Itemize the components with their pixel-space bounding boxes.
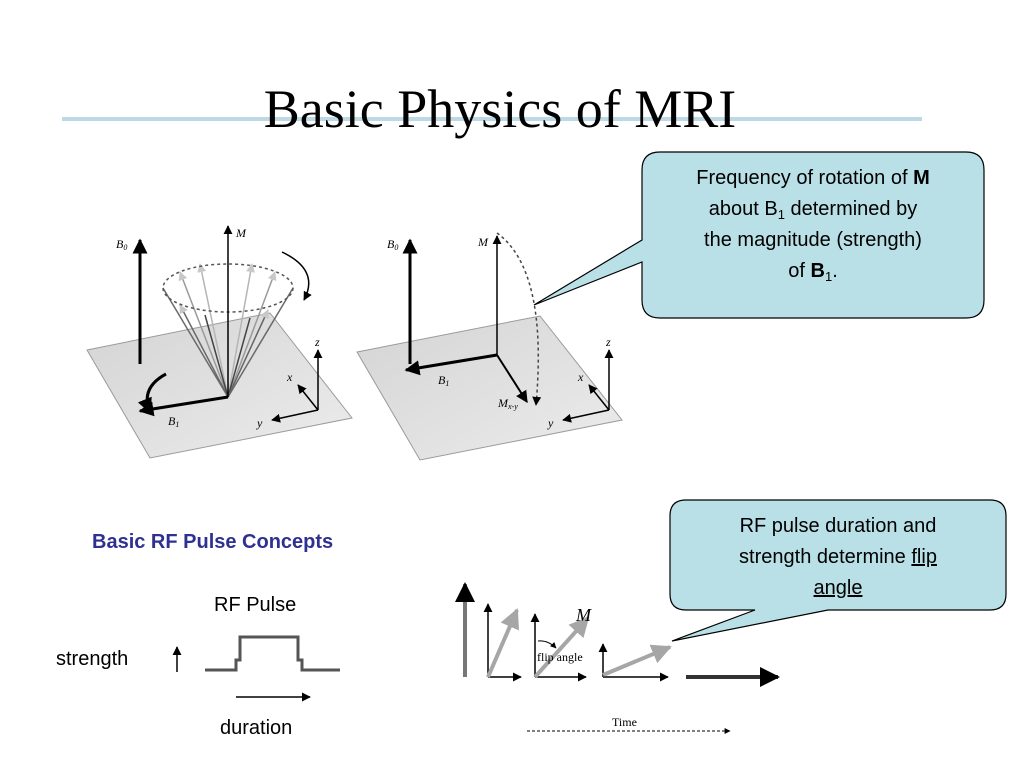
- precession-diagram: [86, 225, 353, 459]
- m-label-right: M: [477, 235, 489, 249]
- rf-pulse-label: RF Pulse: [214, 594, 297, 616]
- xy-plane-right: [356, 315, 623, 461]
- frame1-m: [486, 608, 520, 678]
- x-label-right: x: [577, 370, 584, 384]
- callout-rotation-line4: of B1.: [788, 260, 838, 284]
- title-rule: [62, 117, 922, 121]
- tipped-m-diagram: [356, 232, 623, 461]
- axes-right: [562, 349, 614, 423]
- b1-label-left: B1: [168, 414, 179, 429]
- m-label-left: M: [235, 226, 247, 240]
- callout-rotation: [533, 151, 985, 319]
- time-label: Time: [612, 715, 637, 729]
- callout-flip-line2: strength determine flip: [739, 546, 937, 568]
- y-label-right: y: [547, 416, 554, 430]
- z-label-left: z: [314, 335, 320, 349]
- callout-rotation-text: Frequency of rotation of M about B1 dete…: [646, 163, 980, 287]
- x-label-left: x: [286, 370, 293, 384]
- rf-section-heading: Basic RF Pulse Concepts: [92, 531, 334, 553]
- flip-sequence: M flip angle Time: [455, 582, 780, 734]
- mxy-label: Mx-y: [497, 396, 518, 411]
- rf-pulse-waveform: [172, 635, 340, 702]
- frame3-m: [602, 644, 672, 677]
- duration-label: duration: [220, 717, 293, 739]
- m-label-flip: M: [575, 605, 592, 625]
- flip-angle-link-2[interactable]: angle: [813, 577, 863, 599]
- callout-rotation-line3: the magnitude (strength): [704, 229, 922, 251]
- callout-flip-line1: RF pulse duration and: [739, 515, 937, 537]
- axes-left: [271, 349, 323, 423]
- b1-arrow-left: [138, 395, 229, 417]
- slide-title: Basic Physics of MRI: [263, 79, 737, 139]
- frame2-m: [533, 616, 590, 679]
- rotation-arrow-b1: [137, 372, 167, 414]
- y-label-left: y: [256, 416, 263, 430]
- callout-flip-angle: [669, 499, 1007, 642]
- b1-label-right: B1: [438, 373, 449, 388]
- flip-angle-label: flip angle: [537, 650, 583, 664]
- m-tipping-path: [496, 232, 542, 406]
- strength-label: strength: [56, 648, 129, 670]
- b1-arrow-right: [404, 353, 498, 376]
- rotation-arrow-m: [281, 251, 312, 301]
- flip-angle-arc: [537, 640, 557, 649]
- z-label-right: z: [605, 335, 611, 349]
- xy-plane-left: [86, 312, 353, 459]
- callout-rotation-line1: Frequency of rotation of M: [696, 167, 930, 189]
- callout-flip-line3: angle: [672, 573, 1004, 604]
- b0-label-left: B0: [116, 237, 127, 252]
- b0-label-right: B0: [387, 237, 398, 252]
- callout-rotation-line2: about B1 determined by: [708, 198, 918, 222]
- mxy-arrow: [496, 354, 528, 404]
- flip-angle-link[interactable]: flip: [911, 546, 937, 568]
- callout-flip-text: RF pulse duration and strength determine…: [672, 511, 1004, 604]
